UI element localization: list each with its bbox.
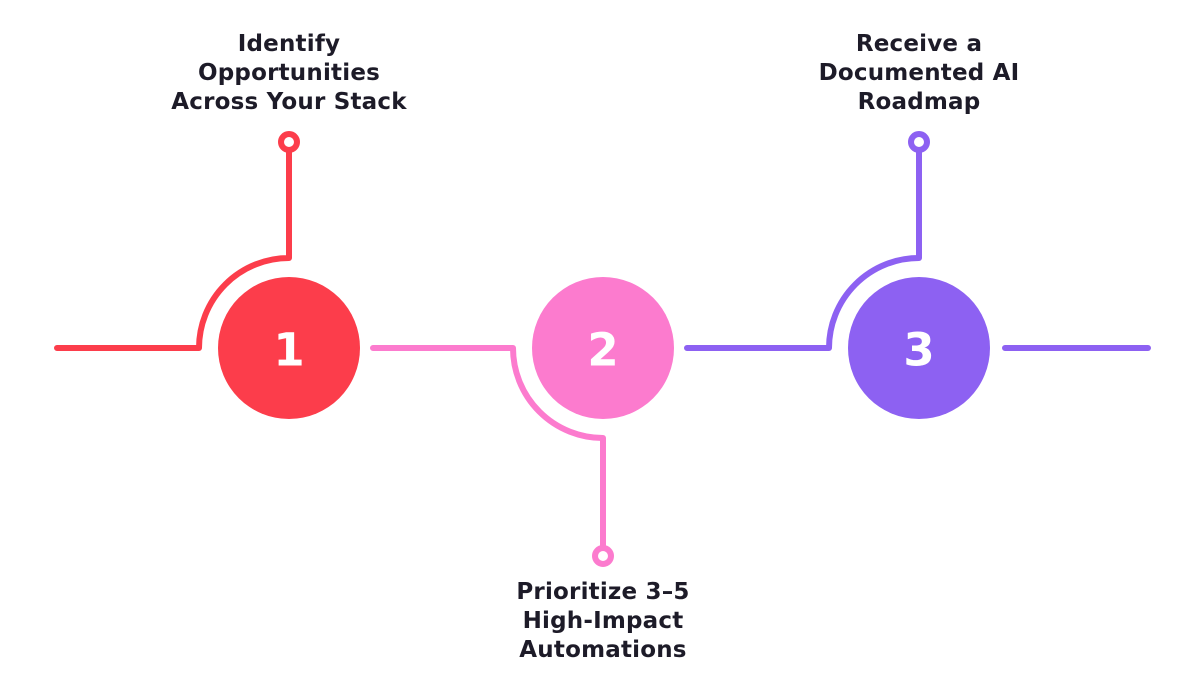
step-1-connector-line — [54, 149, 292, 351]
step-3-label-line-2: Documented AI — [818, 60, 1020, 86]
step-2-terminal-dot — [592, 545, 614, 567]
step-2-label-line-2: High-Impact — [522, 608, 684, 634]
step-1-terminal-dot — [278, 131, 300, 153]
step-3-label-line-3: Roadmap — [857, 89, 981, 115]
step-2-label-line-1: Prioritize 3–5 — [516, 579, 690, 605]
step-1-label-line-2: Opportunities — [197, 60, 381, 86]
step-3-connector-line — [684, 149, 1151, 351]
step-2-connector-line — [370, 345, 606, 549]
step-1-label-line-3: Across Your Stack — [171, 89, 407, 115]
step-2-label: Prioritize 3–5 High-Impact Automations — [443, 578, 763, 665]
step-3-label: Receive a Documented AI Roadmap — [759, 30, 1079, 117]
step-2-node-circle — [532, 277, 674, 419]
step-1-label-line-1: Identify — [237, 31, 341, 57]
step-2-number: 2 — [587, 324, 618, 377]
step-1-label: Identify Opportunities Across Your Stack — [129, 30, 449, 117]
step-2-label-line-3: Automations — [519, 637, 687, 663]
step-3-label-line-1: Receive a — [855, 31, 983, 57]
step-3-terminal-dot — [908, 131, 930, 153]
step-3-group: 3 — [684, 131, 1151, 419]
step-1-node-circle — [218, 277, 360, 419]
step-3-number: 3 — [903, 324, 934, 377]
step-1-number: 1 — [273, 324, 304, 377]
step-1-group: 1 — [54, 131, 360, 419]
step-2-group: 2 — [370, 277, 674, 567]
step-3-node-circle — [848, 277, 990, 419]
